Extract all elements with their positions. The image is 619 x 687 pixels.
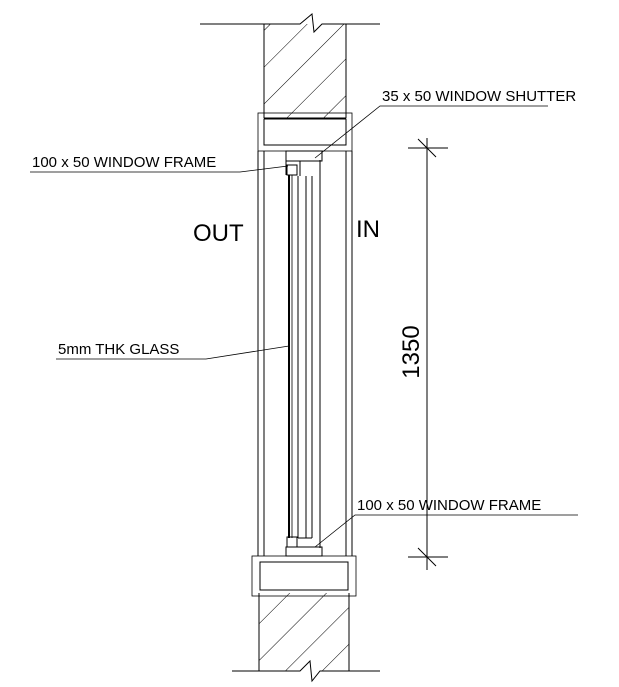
bottom-break-line [232,659,380,683]
window-assembly [257,150,353,557]
shutter-label: 35 x 50 WINDOW SHUTTER [382,88,576,105]
dimension-1350: 1350 [398,138,448,570]
bottom-wall [232,593,380,683]
top-lintel [257,112,353,152]
leader-lines [30,105,578,548]
frame-top-label: 100 x 50 WINDOW FRAME [32,154,216,171]
bottom-glazing-bead [286,536,298,548]
glass-label: 5mm THK GLASS [58,341,179,358]
top-wall [200,13,380,119]
dimension-value: 1350 [398,325,425,378]
top-glazing-bead [286,164,298,176]
top-break-line [200,13,380,34]
out-label: OUT [193,220,244,247]
bottom-sill [251,555,357,597]
frame-bottom-label: 100 x 50 WINDOW FRAME [357,497,541,514]
in-label: IN [356,216,380,243]
